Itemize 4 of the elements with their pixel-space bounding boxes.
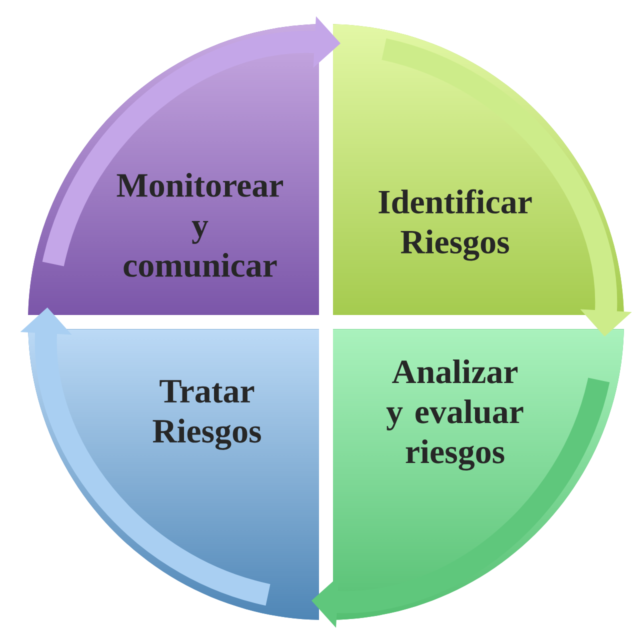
node-label: Analizar y evaluar riesgos [386, 359, 524, 471]
node-label: Identificar Riesgos [378, 189, 532, 261]
node-label: Tratar Riesgos [152, 380, 261, 450]
node-label: Monitorear y comunicar [116, 173, 283, 277]
